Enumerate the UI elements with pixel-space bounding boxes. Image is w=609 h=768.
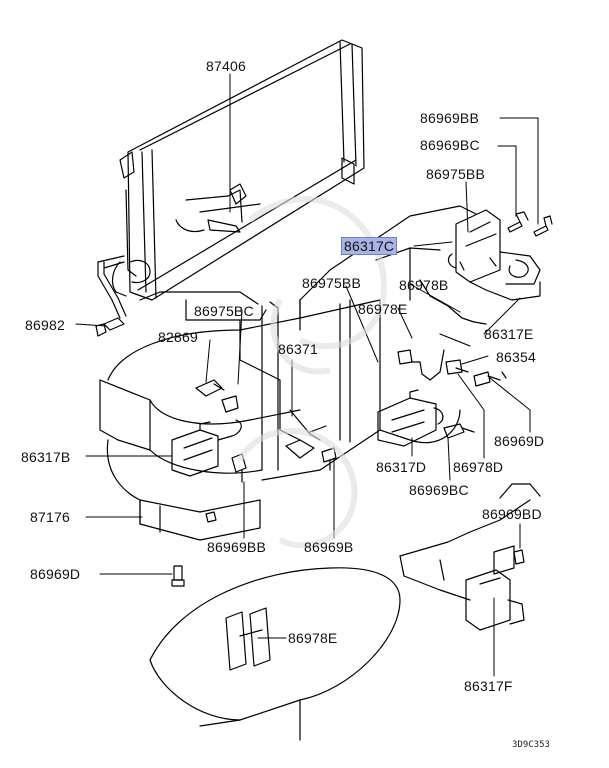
blower-87176 — [139, 499, 217, 533]
harness-86978b — [419, 279, 487, 347]
condenser-87406 — [111, 39, 365, 301]
pipe-86982 — [95, 255, 127, 337]
label-86371: 86371 — [278, 341, 318, 357]
label-86969bc-top: 86969BC — [420, 137, 480, 153]
label-86969bb-top: 86969BB — [420, 110, 480, 126]
label-86354: 86354 — [496, 349, 536, 365]
label-82869: 82869 — [158, 329, 198, 345]
label-86978e-bottom: 86978E — [288, 630, 338, 646]
label-86969bb-bottom: 86969BB — [207, 539, 267, 555]
label-86969d-right: 86969D — [494, 433, 545, 449]
label-86975bb-top: 86975BB — [426, 166, 486, 182]
actuator-86317d — [377, 389, 444, 447]
label-86317d: 86317D — [376, 459, 427, 475]
screw-86969b — [321, 447, 337, 471]
leader-lines — [75, 73, 539, 677]
label-86978d: 86978D — [453, 459, 504, 475]
label-86969bc-bottom: 86969BC — [409, 482, 469, 498]
screw-86969bb-bottom — [231, 453, 247, 483]
screws-upper-right — [507, 211, 553, 237]
label-86975bc: 86975BC — [194, 303, 254, 319]
screw-86969d-right — [473, 371, 507, 387]
actuator-86317b — [171, 419, 242, 477]
label-86317c: 86317C — [341, 237, 398, 255]
label-86317e: 86317E — [484, 326, 534, 342]
screw-86969d-left — [171, 565, 185, 587]
screw-86969bd — [513, 549, 525, 565]
drawing-code: 3D9C353 — [512, 740, 550, 750]
label-86975bb-mid: 86975BB — [302, 275, 362, 291]
label-87406: 87406 — [206, 58, 246, 74]
label-86969d-left: 86969D — [30, 566, 81, 582]
duct-86317f — [399, 483, 541, 631]
harness-86978d — [397, 349, 469, 381]
instrument-panel — [149, 567, 401, 741]
actuator-86317c — [447, 209, 541, 301]
label-86978e-mid: 86978E — [358, 301, 408, 317]
watermark-emblem — [237, 196, 387, 549]
label-86969bd: 86969BD — [482, 506, 542, 522]
connector-82869 — [195, 379, 239, 413]
label-86969b: 86969B — [304, 539, 354, 555]
screw-86969bc-lower — [443, 423, 475, 439]
label-86982: 86982 — [25, 317, 65, 333]
label-86978b: 86978B — [399, 277, 449, 293]
label-87176: 87176 — [30, 509, 70, 525]
label-86317b: 86317B — [21, 449, 71, 465]
ac-unit-body — [99, 205, 477, 541]
label-86317f: 86317F — [464, 678, 513, 694]
